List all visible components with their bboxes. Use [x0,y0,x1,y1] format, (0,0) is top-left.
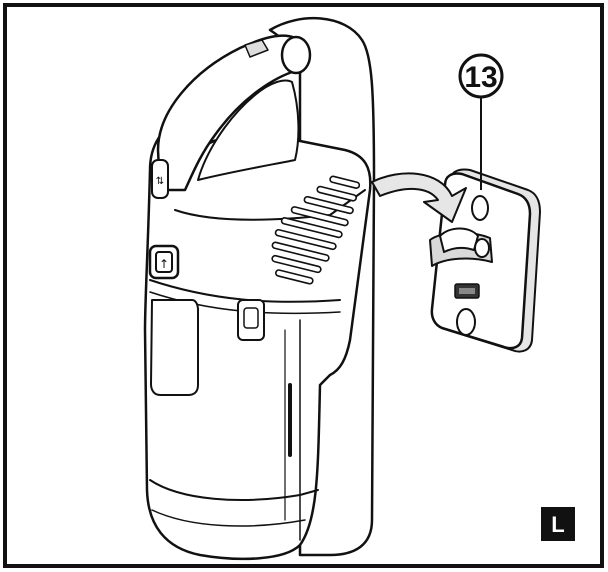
bin-latch-inner [243,307,259,329]
panel-letter-badge [541,507,575,541]
mount-screw-hole-bottom [456,308,476,336]
vent-slot [274,269,314,285]
release-button-inner [155,251,173,273]
mount-screw-hole-top [471,195,489,221]
dust-bin-window [150,299,199,396]
handheld-vacuum: ⇅ ↑ [143,16,376,561]
mount-logo-detail [459,288,475,294]
curved-arrow-icon [371,172,467,223]
vent-slot [280,217,343,239]
power-switch-icon: ⇅ [156,176,164,187]
handle-release-icon: ↑ [159,257,169,271]
vent-slot [316,185,358,202]
vent-slot [303,195,354,215]
wall-mount [429,168,541,353]
vent-grille [271,175,361,285]
vent-slot [274,228,337,251]
wall-mount-plate [430,172,532,350]
lower-shell-line-2 [151,509,306,527]
cradle-peg [474,238,490,258]
handle-pivot [280,35,312,75]
power-switch [151,159,169,199]
panel-letter: L [551,512,564,537]
vent-slot [290,206,349,227]
vent-slot [271,241,330,262]
handle-grip [244,39,269,58]
vent-slot [271,254,322,274]
vent-slot [329,175,361,189]
callout-number: 13 [464,61,497,94]
lower-shell-line [149,479,319,501]
cradle-hook [439,227,479,253]
callout-circle [458,53,504,99]
handle-inner-opening [197,79,300,181]
